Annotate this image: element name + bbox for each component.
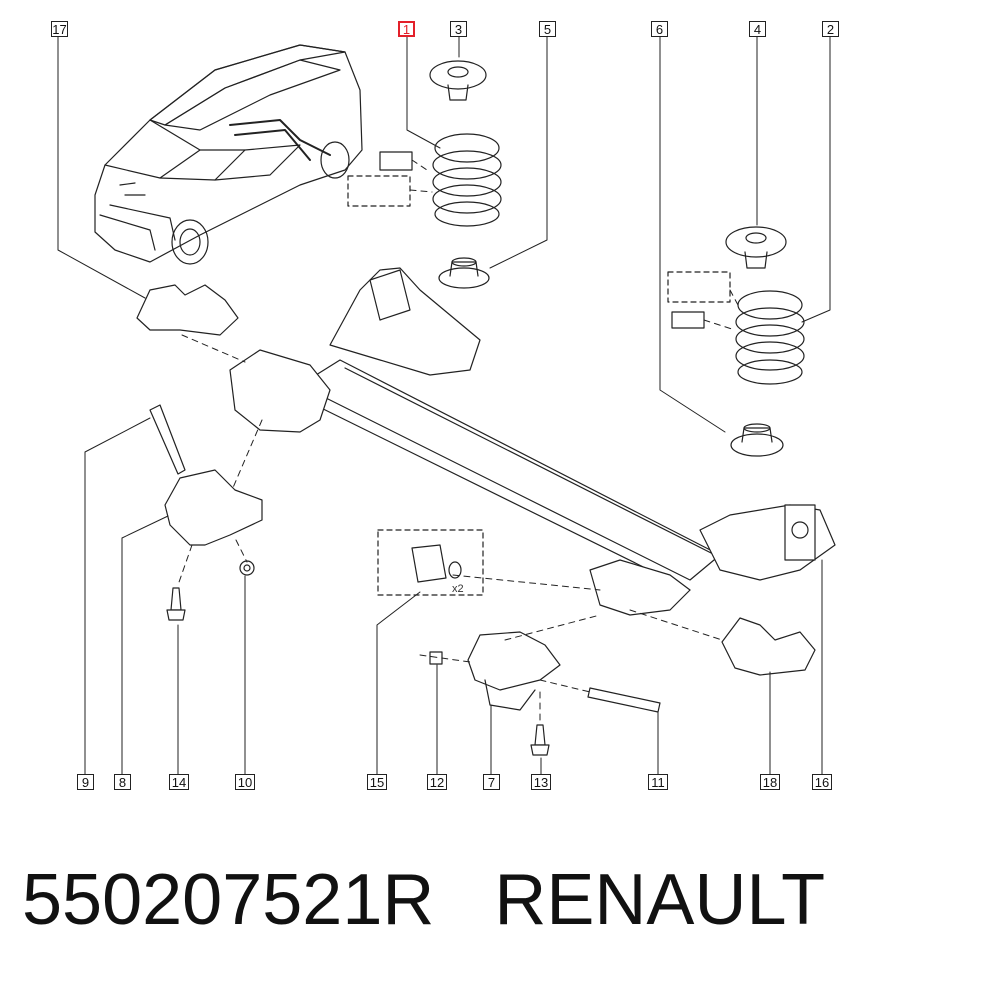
dashed-reference-left (347, 175, 411, 207)
coil-spring-right (735, 290, 805, 385)
callout-17[interactable]: 17 (51, 21, 68, 37)
brand-name: RENAULT (494, 860, 826, 940)
reference-label-left (379, 151, 413, 171)
callout-1-highlighted[interactable]: 1 (398, 21, 415, 37)
callout-4[interactable]: 4 (749, 21, 766, 37)
nut-10 (239, 560, 255, 576)
callout-13[interactable]: 13 (531, 774, 551, 790)
spring-seat-left (438, 257, 490, 289)
bushing-15 (377, 529, 484, 596)
callout-7[interactable]: 7 (483, 774, 500, 790)
mount-bracket-7 (467, 631, 561, 691)
rear-axle-beam (229, 267, 836, 616)
callout-12[interactable]: 12 (427, 774, 447, 790)
reference-label-right (671, 311, 705, 329)
plate-18 (721, 617, 816, 676)
callout-16[interactable]: 16 (812, 774, 832, 790)
callout-6[interactable]: 6 (651, 21, 668, 37)
coil-spring-left (432, 133, 502, 227)
callout-5[interactable]: 5 (539, 21, 556, 37)
long-bolt-9 (149, 404, 186, 475)
long-bolt-11 (587, 687, 661, 713)
clip-12 (429, 651, 443, 665)
dashed-reference-right (667, 271, 731, 303)
vehicle-illustration (94, 44, 363, 265)
spring-seat-right (730, 423, 784, 457)
callout-8[interactable]: 8 (114, 774, 131, 790)
bushing-quantity-label: x2 (452, 583, 464, 595)
spring-top-mount-right (725, 226, 787, 269)
callout-10[interactable]: 10 (235, 774, 255, 790)
callout-2[interactable]: 2 (822, 21, 839, 37)
callout-14[interactable]: 14 (169, 774, 189, 790)
short-bolt-14 (166, 587, 186, 621)
callout-15[interactable]: 15 (367, 774, 387, 790)
callout-11[interactable]: 11 (648, 774, 668, 790)
exploded-parts-diagram (57, 36, 836, 775)
callout-3[interactable]: 3 (450, 21, 467, 37)
mount-bracket-7-lower (484, 679, 536, 711)
plate-17 (136, 284, 239, 336)
short-bolt-13 (530, 724, 550, 756)
spring-top-mount-left (429, 60, 487, 101)
callout-18[interactable]: 18 (760, 774, 780, 790)
mount-bracket-8 (164, 469, 263, 546)
callout-9[interactable]: 9 (77, 774, 94, 790)
part-number: 550207521R (22, 860, 435, 940)
part-caption: 550207521R RENAULT (22, 860, 982, 940)
